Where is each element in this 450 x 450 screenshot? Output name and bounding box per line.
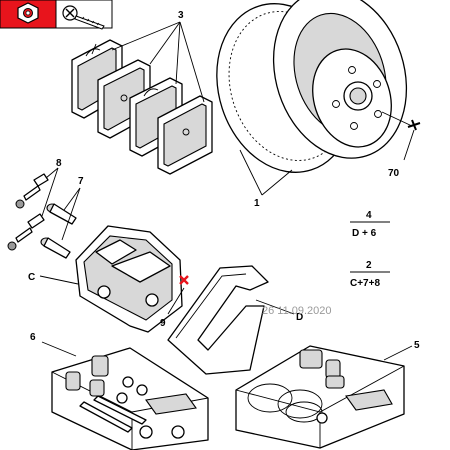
callout-seal-kit-box: 6 xyxy=(30,332,36,343)
kit-note-1: 4 D + 6 xyxy=(350,210,390,239)
bleed-screw[interactable] xyxy=(7,213,45,251)
repair-kit-box[interactable]: 5 xyxy=(235,340,420,449)
callout-disc: 1 xyxy=(254,198,260,209)
kit-note-2: 2 C+7+8 xyxy=(350,260,390,289)
guide-pin[interactable] xyxy=(46,203,77,225)
screw-icon[interactable] xyxy=(62,5,105,30)
kit-note-2-numerator: 2 xyxy=(366,260,372,271)
kit-note-1-denominator: D + 6 xyxy=(352,228,377,239)
red-marker xyxy=(179,275,189,285)
guide-pins[interactable]: 7 xyxy=(40,176,84,259)
header-icon-box xyxy=(0,0,113,30)
seal-kit-parts xyxy=(65,355,197,439)
disc-bolt[interactable]: 70 xyxy=(381,111,421,179)
callout-caliper: C xyxy=(28,272,35,283)
callout-carrier: D xyxy=(296,312,303,323)
callout-carrier-ref: 9 xyxy=(160,318,166,329)
callout-guide-pins: 7 xyxy=(78,176,84,187)
kit-note-2-denominator: C+7+8 xyxy=(350,278,380,289)
bleed-screw[interactable] xyxy=(15,173,49,209)
date-watermark: 26 11.09.2020 xyxy=(262,305,332,317)
guide-pin[interactable] xyxy=(40,237,71,259)
seal-kit-box[interactable]: 6 xyxy=(30,332,209,450)
callout-pads: 3 xyxy=(178,10,184,21)
caliper-carrier[interactable]: D 9 xyxy=(160,265,303,375)
nut-icon[interactable] xyxy=(17,2,39,24)
leader-disc xyxy=(239,149,293,196)
repair-kit-parts xyxy=(247,349,393,424)
brake-pad[interactable] xyxy=(157,95,213,175)
brake-pads[interactable]: 3 xyxy=(71,10,213,175)
bleed-screws[interactable]: 8 xyxy=(7,158,62,251)
brake-disc[interactable]: 1 xyxy=(196,0,428,209)
callout-disc-bolt: 70 xyxy=(388,168,400,179)
brake-caliper[interactable]: C xyxy=(28,225,183,333)
callout-bleed-screws: 8 xyxy=(56,158,62,169)
leader-pads xyxy=(111,21,205,103)
callout-repair-kit-box: 5 xyxy=(414,340,420,351)
kit-note-1-numerator: 4 xyxy=(366,210,372,221)
